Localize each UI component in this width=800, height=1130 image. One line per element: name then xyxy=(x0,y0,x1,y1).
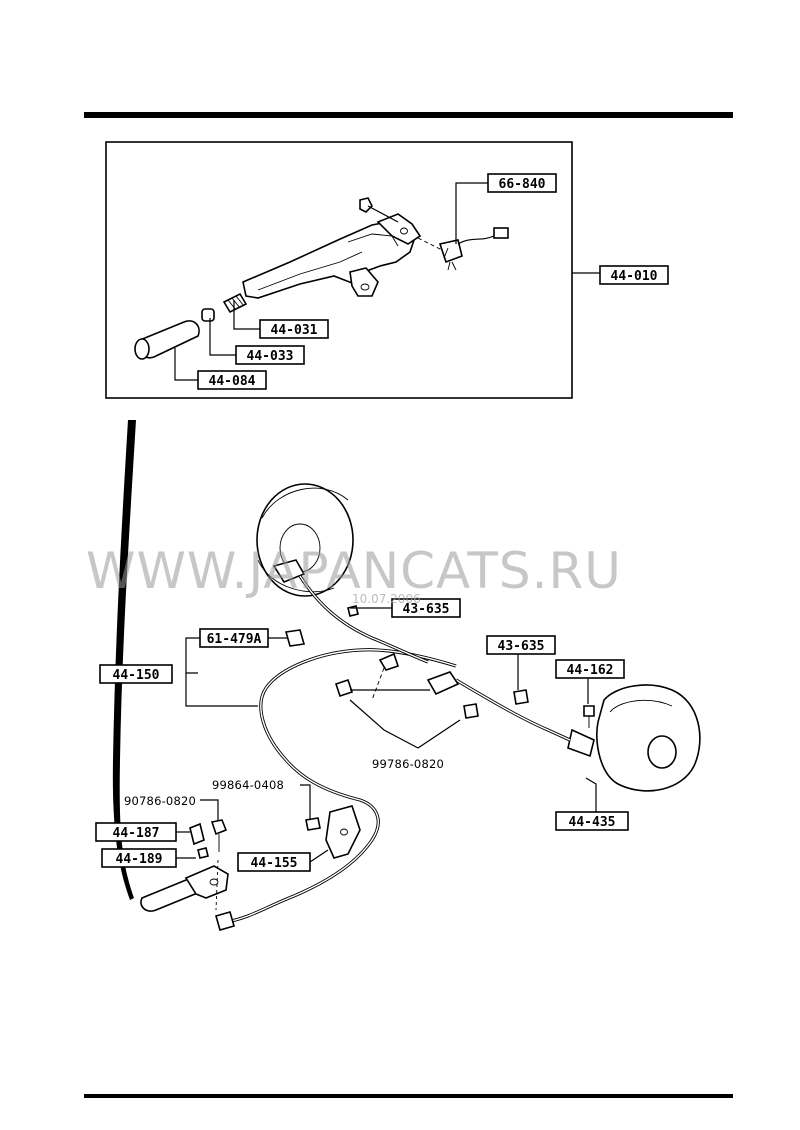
tag-43-635-left-label: 43-635 xyxy=(403,602,450,617)
right-brake-drum xyxy=(567,684,701,792)
lower-lever-assembly xyxy=(140,805,361,912)
tag-61-479a: 61-479A xyxy=(199,628,269,648)
tag-44-150: 44-150 xyxy=(99,664,173,684)
tag-44-189-label: 44-189 xyxy=(116,852,163,867)
tag-44-435: 44-435 xyxy=(555,811,629,831)
lever-assembly-drawing xyxy=(134,197,509,360)
left-brush-border xyxy=(112,420,136,900)
lever-assembly-box xyxy=(105,141,573,399)
brake-cables xyxy=(215,575,571,931)
tag-44-150-label: 44-150 xyxy=(113,668,160,683)
tag-43-635-left: 43-635 xyxy=(391,598,461,618)
tag-44-155-label: 44-155 xyxy=(251,856,298,871)
tag-44-187: 44-187 xyxy=(95,822,177,842)
cable-leader-lines xyxy=(176,607,597,863)
tag-44-435-label: 44-435 xyxy=(569,815,616,830)
top-rule xyxy=(84,112,733,118)
watermark-date: 10.07.2006 xyxy=(352,592,421,606)
tag-66-840-label: 66-840 xyxy=(499,177,546,192)
part-99786-0820: 99786-0820 xyxy=(372,757,444,771)
tag-43-635-right-label: 43-635 xyxy=(498,639,545,654)
tag-66-840: 66-840 xyxy=(487,173,557,193)
tag-44-084: 44-084 xyxy=(197,370,267,390)
tag-44-031: 44-031 xyxy=(259,319,329,339)
tag-44-010: 44-010 xyxy=(599,265,669,285)
tag-44-033-label: 44-033 xyxy=(247,349,294,364)
tag-44-031-label: 44-031 xyxy=(271,323,318,338)
tag-44-033: 44-033 xyxy=(235,345,305,365)
bottom-rule xyxy=(84,1094,733,1098)
part-90786-0820: 90786-0820 xyxy=(124,794,196,808)
tag-61-479a-label: 61-479A xyxy=(207,632,262,647)
watermark-text: WWW.JAPANCATS.RU xyxy=(86,542,622,600)
tag-43-635-right: 43-635 xyxy=(486,635,556,655)
tag-44-010-label: 44-010 xyxy=(611,269,658,284)
tag-44-084-label: 44-084 xyxy=(209,374,256,389)
tag-44-162: 44-162 xyxy=(555,659,625,679)
lever-leader-lines xyxy=(174,182,600,381)
part-99864-0408: 99864-0408 xyxy=(212,778,284,792)
tag-44-155: 44-155 xyxy=(237,852,311,872)
left-brake-drum xyxy=(256,483,354,597)
tag-44-162-label: 44-162 xyxy=(567,663,614,678)
tag-44-187-label: 44-187 xyxy=(113,826,160,841)
tag-44-189: 44-189 xyxy=(101,848,177,868)
